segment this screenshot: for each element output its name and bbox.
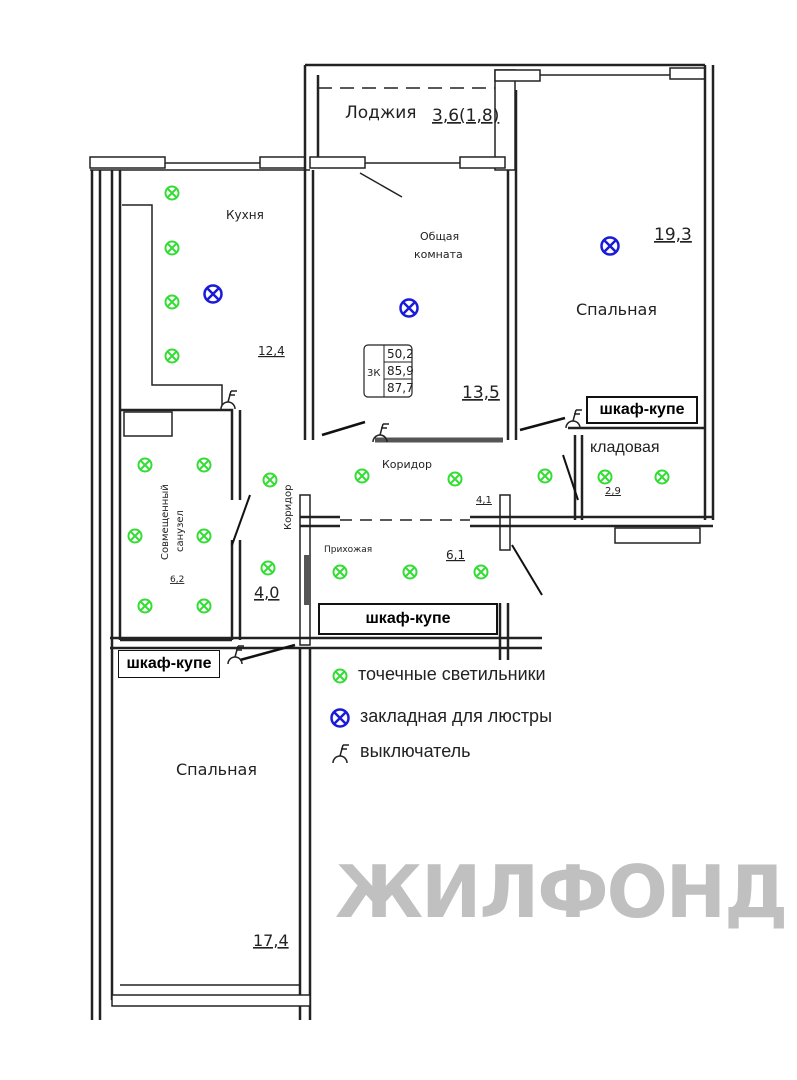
spot-light-icon (447, 471, 463, 487)
spot-light-icon (164, 348, 180, 364)
spot-light-icon (473, 564, 489, 580)
room-name-bedroom-bottom: Спальная (176, 760, 257, 779)
room-area-storage: 2,9 (605, 486, 621, 497)
room-name-bedroom-top: Спальная (576, 300, 657, 319)
chandelier-icon (203, 284, 223, 304)
room-name-corridor: Коридор (382, 458, 432, 471)
room-area-corridor-side: 4,0 (254, 583, 279, 602)
room-area-bedroom-top: 19,3 (654, 225, 692, 245)
spot-light-icon (260, 560, 276, 576)
watermark: ЖИЛФОНД (335, 850, 788, 934)
spot-light-icon (164, 185, 180, 201)
spot-light-icon (196, 457, 212, 473)
room-area-bathroom: 6,2 (170, 575, 184, 585)
spot-light-icon (164, 294, 180, 310)
spot-light-icon (332, 564, 348, 580)
room-name-corridor-side: Коридор (283, 485, 294, 530)
legend-chandelier-label: закладная для люстры (360, 706, 553, 726)
room-name-living-2: комната (414, 248, 463, 261)
room-area-bedroom-bottom: 17,4 (253, 931, 289, 950)
spot-light-icon (402, 564, 418, 580)
room-name-loggia: Лоджия (345, 103, 417, 123)
legend-switch-icon (332, 744, 350, 764)
spot-light-icon (597, 469, 613, 485)
living-area: 50,2 (387, 347, 414, 361)
spot-light-icon (137, 457, 153, 473)
spot-light-icon (196, 598, 212, 614)
room-name-living-1: Общая (420, 230, 459, 243)
spot-light-icon (354, 468, 370, 484)
room-area-kitchen: 12,4 (258, 344, 285, 358)
spot-light-icon (654, 469, 670, 485)
wardrobe-label-center: шкаф-купе (318, 603, 498, 635)
room-name-bathroom-2: санузел (175, 510, 186, 552)
spot-light-icon (262, 472, 278, 488)
room-area-loggia: 3,6(1,8) (432, 106, 499, 126)
chandelier-icon (600, 236, 620, 256)
spot-light-icon (127, 528, 143, 544)
walls (89, 63, 715, 1020)
total-area-loggia: 87,7 (387, 381, 414, 395)
switch-icon (220, 390, 238, 410)
wardrobe-label-left: шкаф-купе (118, 650, 220, 678)
apartment-type: 3К (367, 368, 380, 379)
legend-chandelier-icon (330, 708, 350, 728)
legend-switch-label: выключатель (360, 741, 471, 761)
switch-icon (565, 409, 583, 429)
spot-light-icon (164, 240, 180, 256)
room-name-bathroom-1: Совмещенный (160, 484, 171, 560)
legend-spot-icon (332, 668, 348, 684)
room-area-hall: 6,1 (446, 548, 465, 562)
area-summary: 3К 50,2 85,9 87,7 (363, 344, 414, 398)
wardrobe-label-right: шкаф-купе (586, 396, 698, 424)
spot-light-icon (537, 468, 553, 484)
chandelier-icon (399, 298, 419, 318)
room-name-kitchen: Кухня (226, 208, 264, 222)
total-area: 85,9 (387, 364, 414, 378)
spot-light-icon (196, 528, 212, 544)
room-name-storage: кладовая (590, 439, 660, 456)
legend-spot-label: точечные светильники (358, 664, 546, 684)
spot-light-icon (137, 598, 153, 614)
room-area-corridor: 4,1 (476, 495, 492, 506)
room-area-living: 13,5 (462, 383, 500, 403)
room-name-hall: Прихожая (324, 545, 372, 555)
